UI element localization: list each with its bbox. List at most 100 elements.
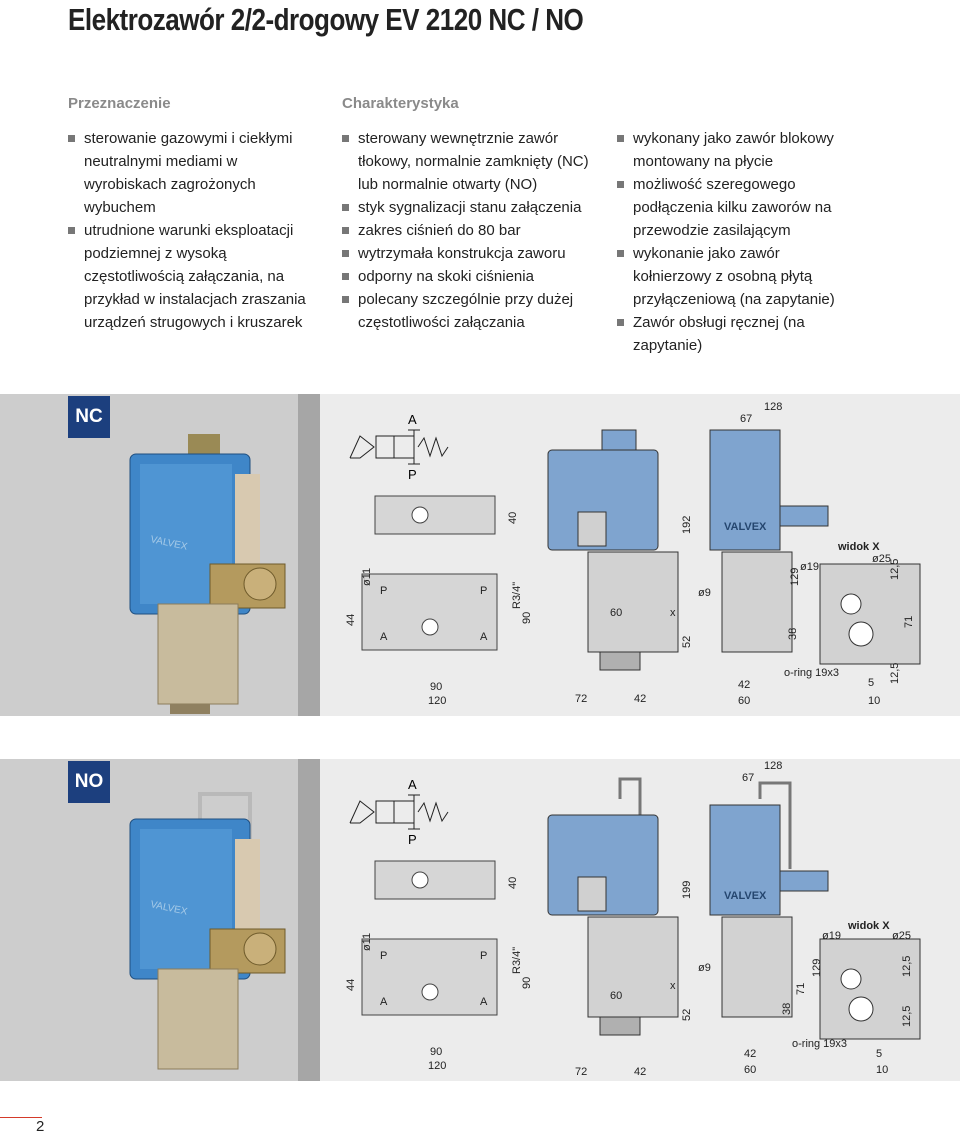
feature-item: polecany szczególnie przy dużej częstotl… — [342, 288, 598, 334]
dim-5: 5 — [868, 677, 874, 689]
thread-r34: R3/4" — [511, 582, 523, 609]
port-p-label: P — [408, 832, 417, 847]
dim-71: 71 — [795, 983, 807, 995]
dim-129: 129 — [789, 568, 801, 586]
port-a1: A — [380, 631, 388, 643]
dim-52: 52 — [681, 1009, 693, 1021]
dim-120: 120 — [428, 695, 446, 707]
nc-panel: NC VALVEX A P 40 ø11 — [0, 394, 960, 716]
dim-90v: 90 — [521, 612, 533, 624]
dim-67: 67 — [740, 413, 752, 425]
purpose-heading: Przeznaczenie — [68, 95, 171, 112]
dim-25: ø25 — [892, 930, 911, 942]
option-item: Zawór obsługi ręcznej (na zapytanie) — [617, 311, 857, 357]
drawing-brand-text: VALVEX — [724, 890, 767, 902]
feature-item: sterowany wewnętrznie zawór tłokowy, nor… — [342, 127, 598, 196]
dim-44: 44 — [345, 979, 357, 991]
base-plate-top-view — [361, 495, 498, 651]
page-title: Elektrozawór 2/2-drogowy EV 2120 NC / NO — [68, 2, 584, 37]
dim-19: ø19 — [800, 561, 819, 573]
valve-front-view — [709, 429, 921, 665]
dim-12-5b: 12,5 — [889, 663, 901, 684]
port-p2: P — [480, 950, 487, 962]
no-panel: NO VALVEX A P 40 ø11 44 P P R3/4" — [0, 759, 960, 1081]
dim-44: 44 — [345, 614, 357, 626]
feature-item: styk sygnalizacji stanu załączenia — [342, 196, 598, 219]
valve-side-view — [547, 777, 679, 1036]
purpose-item: utrudnione warunki eksploatacji podziemn… — [68, 219, 318, 334]
drawing-brand-text: VALVEX — [724, 521, 767, 533]
dim-12-5b: 12,5 — [901, 1006, 913, 1027]
features-column: sterowany wewnętrznie zawór tłokowy, nor… — [342, 127, 598, 334]
dim-60: 60 — [610, 990, 622, 1002]
dim-129: 129 — [811, 959, 823, 977]
valve-photo: VALVEX — [129, 792, 286, 1070]
no-badge: NO — [68, 761, 110, 803]
options-column: wykonany jako zawór blokowy montowany na… — [617, 127, 857, 357]
view-x-label: widok X — [837, 541, 880, 553]
panel-divider — [298, 759, 320, 1081]
feature-item: zakres ciśnień do 80 bar — [342, 219, 598, 242]
page-number: 2 — [36, 1118, 45, 1135]
dim-38: 38 — [787, 628, 799, 640]
dim-72: 72 — [575, 1066, 587, 1078]
valve-front-view — [709, 781, 921, 1040]
option-item: wykonanie jako zawór kołnierzowy z osobn… — [617, 242, 857, 311]
valve-side-view — [547, 429, 679, 671]
view-x-mark: x — [670, 980, 676, 992]
port-p-label: P — [408, 467, 417, 482]
port-a2: A — [480, 996, 488, 1008]
dim-42b: 42 — [744, 1048, 756, 1060]
view-x-label: widok X — [847, 920, 890, 932]
nc-badge: NC — [68, 396, 110, 438]
thread-r34: R3/4" — [511, 947, 523, 974]
technical-drawing: A P 40 ø11 44 P P R3/4" 90 A A 90 120 60… — [345, 760, 921, 1078]
port-a2: A — [480, 631, 488, 643]
dim-12-5a: 12,5 — [901, 956, 913, 977]
dim-199: 199 — [681, 881, 693, 899]
dim-9: ø9 — [698, 962, 711, 974]
panel-divider — [298, 394, 320, 716]
dim-9: ø9 — [698, 587, 711, 599]
dim-42b: 42 — [738, 679, 750, 691]
dim-11: ø11 — [361, 568, 373, 586]
dim-90v: 90 — [521, 977, 533, 989]
purpose-item: sterowanie gazowymi i ciekłymi neutralny… — [68, 127, 318, 219]
valve-symbol — [349, 429, 449, 465]
dim-60b: 60 — [744, 1064, 756, 1076]
footer-rule — [0, 1117, 42, 1118]
purpose-column: sterowanie gazowymi i ciekłymi neutralny… — [68, 127, 318, 334]
port-a1: A — [380, 996, 388, 1008]
dim-128: 128 — [764, 760, 782, 772]
port-a-label: A — [408, 777, 417, 792]
dim-40: 40 — [507, 512, 519, 524]
feature-item: wytrzymała konstrukcja zaworu — [342, 242, 598, 265]
oring-label: o-ring 19x3 — [792, 1038, 847, 1050]
dim-67: 67 — [742, 772, 754, 784]
valve-photo: VALVEX — [129, 434, 286, 714]
dim-5: 5 — [876, 1048, 882, 1060]
dim-60: 60 — [610, 607, 622, 619]
port-p1: P — [380, 585, 387, 597]
dim-40: 40 — [507, 877, 519, 889]
dim-52: 52 — [681, 636, 693, 648]
dim-12-5a: 12,5 — [889, 559, 901, 580]
dim-90: 90 — [430, 1046, 442, 1058]
base-plate-top-view — [361, 860, 498, 1016]
dim-192: 192 — [681, 516, 693, 534]
dim-10: 10 — [868, 695, 880, 707]
feature-item: odporny na skoki ciśnienia — [342, 265, 598, 288]
dim-60b: 60 — [738, 695, 750, 707]
features-heading: Charakterystyka — [342, 95, 459, 112]
dim-71: 71 — [903, 616, 915, 628]
dim-19: ø19 — [822, 930, 841, 942]
port-a-label: A — [408, 412, 417, 427]
dim-42: 42 — [634, 1066, 646, 1078]
dim-10: 10 — [876, 1064, 888, 1076]
option-item: wykonany jako zawór blokowy montowany na… — [617, 127, 857, 173]
oring-label: o-ring 19x3 — [784, 667, 839, 679]
option-item: możliwość szeregowego podłączenia kilku … — [617, 173, 857, 242]
port-p2: P — [480, 585, 487, 597]
dim-42: 42 — [634, 693, 646, 705]
technical-drawing: A P 40 ø11 44 P P R3/4" 90 A A 90 120 60… — [345, 401, 921, 707]
